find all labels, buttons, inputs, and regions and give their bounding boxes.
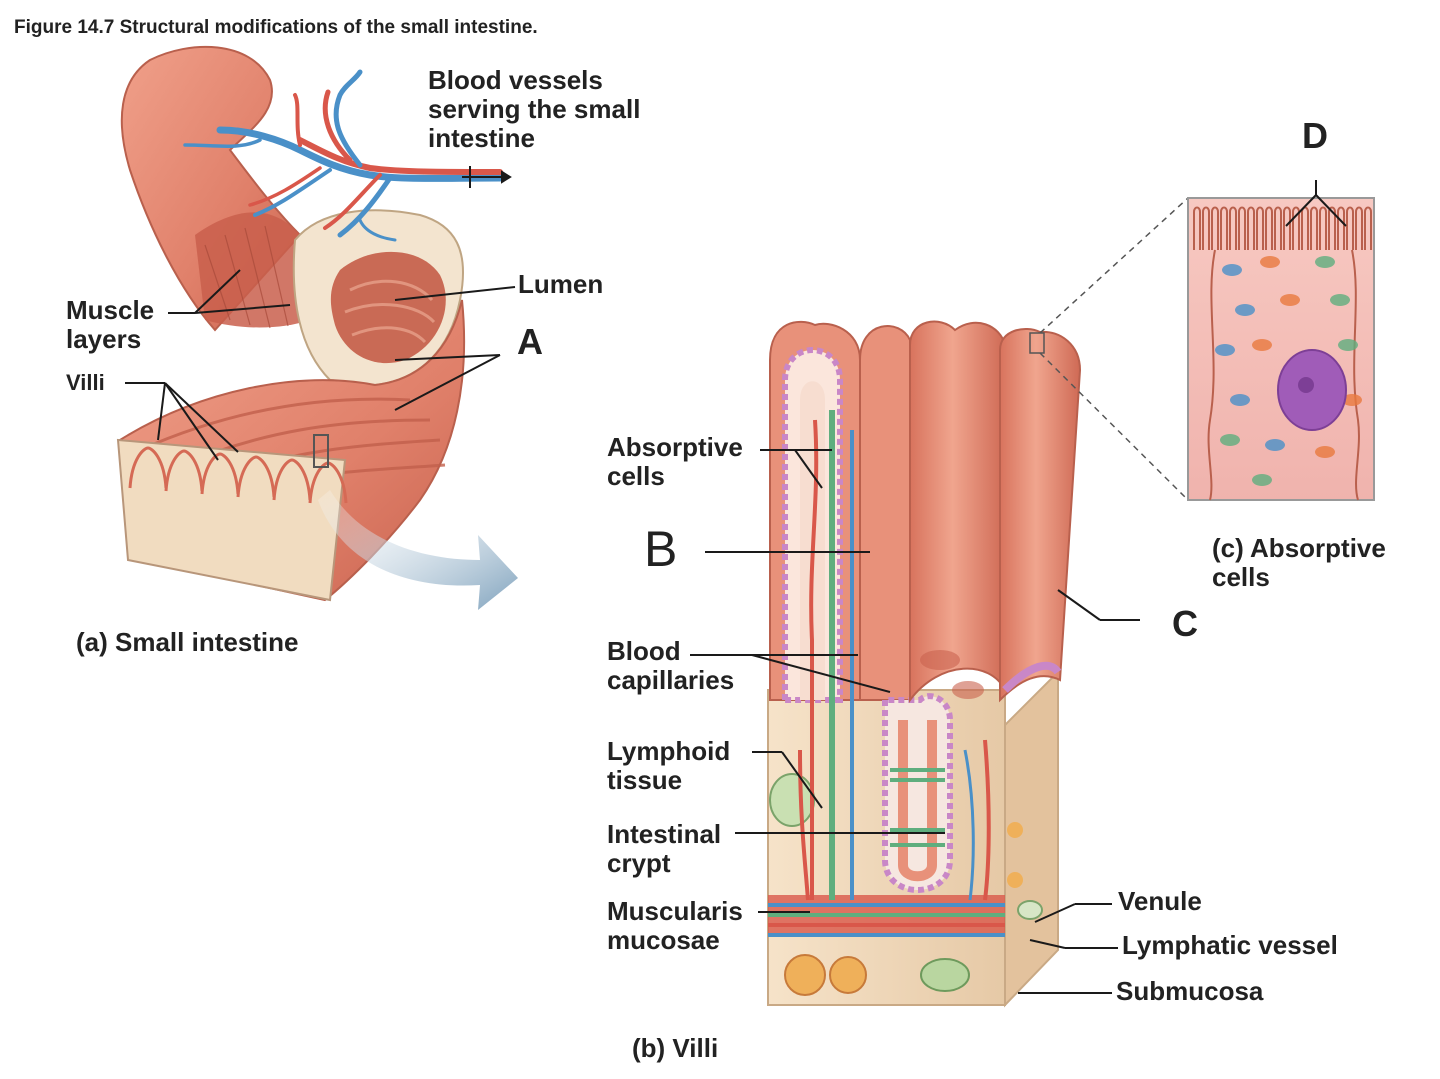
villi-illustration [767,320,1082,1008]
label-intestinal-crypt: Intestinal crypt [607,819,722,879]
panel-c-caption: (c) Absorptive cells [1212,533,1386,593]
microvillus [1274,206,1282,250]
label-A: A [517,321,543,362]
organelle [1215,344,1235,356]
figure-title: Figure 14.7 Structural modifications of … [14,17,538,38]
microvillus [1211,206,1219,250]
villus-fold [200,452,240,495]
organelle [1315,446,1335,458]
organelles [1215,256,1362,486]
mesentery-blood-vessels [183,69,504,242]
microvillus [1229,206,1237,250]
label-B: B [644,521,678,577]
label-D: D [1302,115,1328,156]
label-muscularis-mucosae: Muscularis mucosae [607,896,743,956]
microvillus [1193,206,1201,250]
label-submucosa: Submucosa [1116,976,1264,1006]
villus-fold [272,458,312,501]
microvillus [1328,206,1336,250]
label-absorptive-cells: Absorptive cells [607,432,743,492]
label-lymphatic-vessel: Lymphatic vessel [1122,930,1338,960]
leader-lines [125,166,1347,994]
microvillus [1265,206,1273,250]
microvillus [1238,206,1246,250]
organelle [1230,394,1250,406]
microvillus [1319,206,1327,250]
cell-membranes [1207,249,1360,501]
organelle [1220,434,1240,446]
microvillus [1283,206,1291,250]
organelle [1330,294,1350,306]
villi-cross-section [116,438,347,602]
microvillus [1346,206,1354,250]
villus-fold [128,446,168,489]
villus-fold [236,455,276,498]
panel-a-caption: (a) Small intestine [76,627,299,657]
label-lymphoid-tissue: Lymphoid tissue [607,736,731,796]
label-blood-capillaries: Blood capillaries [607,636,735,696]
organelle [1338,339,1358,351]
microvillus [1364,206,1372,250]
organelle [1280,294,1300,306]
microvillus [1310,206,1318,250]
organelle [1315,256,1335,268]
organelle [1222,264,1242,276]
transition-arrow [318,490,518,610]
label-muscle-layers: Muscle layers [66,295,155,355]
label-C: C [1172,603,1198,644]
microvillus [1202,206,1210,250]
organelle [1252,339,1272,351]
microvillus [1220,206,1228,250]
organelle [1235,304,1255,316]
villus-fold [164,449,204,492]
label-blood-vessels: Blood vessels serving the small intestin… [428,65,641,154]
label-venule: Venule [1118,886,1202,916]
panel-b-caption: (b) Villi [632,1033,719,1063]
absorptive-cells-illustration [1039,197,1375,501]
microvillus [1355,206,1363,250]
microvillus [1256,206,1264,250]
organelle [1265,439,1285,451]
tissue-block-side [1004,669,1059,1008]
organelle [1260,256,1280,268]
organelle [1342,394,1362,406]
magnify-marker-c [1029,332,1045,354]
microvilli [1193,206,1372,250]
magnify-marker [313,434,329,468]
villus-whole-right [999,328,1082,703]
microvillus [1337,206,1345,250]
label-villi: Villi [66,370,105,395]
intestinal-crypt [882,693,953,893]
organelle [1252,474,1272,486]
small-intestine-illustration [116,45,518,610]
label-lumen: Lumen [518,269,604,299]
microvillus [1247,206,1255,250]
villus-middle [859,325,911,701]
villus-whole-center [909,320,1006,703]
